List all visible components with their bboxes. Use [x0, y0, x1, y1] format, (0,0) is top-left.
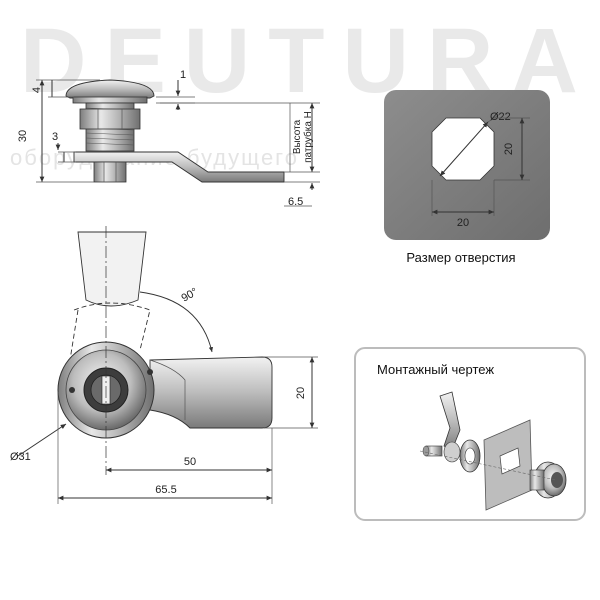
height-label-line1: Высота: [292, 119, 303, 154]
dim-30: 30: [17, 130, 29, 142]
hole-dim-width: 20: [457, 217, 469, 229]
dim-3: 3: [52, 131, 58, 143]
dim-4: 4: [31, 87, 43, 93]
hole-panel: Ø22 20 20 Размер отверстия: [384, 90, 550, 265]
side-view: 30 4 3 1 Высота патрубка H 6.5: [17, 69, 320, 208]
front-small-hole: [69, 387, 75, 393]
mounting-panel: Монтажный чертеж: [354, 347, 586, 521]
front-lever-ghost: [73, 302, 151, 351]
height-label-line2: патрубка H: [302, 111, 314, 163]
angle-label: 90°: [180, 286, 200, 305]
hole-caption: Размер отверстия: [406, 250, 515, 265]
side-collar: [72, 96, 148, 104]
front-dim-diameter: Ø31: [10, 451, 31, 463]
mounting-title: Монтажный чертеж: [377, 362, 494, 377]
side-bottom-screw: [93, 161, 127, 183]
hole-dim-height: 20: [503, 143, 515, 155]
angle-arc: [139, 291, 214, 353]
hole-dim-diameter: Ø22: [490, 111, 511, 123]
front-dim-20: 20: [295, 387, 307, 399]
front-lever-rotated: [77, 231, 147, 307]
dim-6-5: 6.5: [288, 196, 303, 208]
hole-shape: [431, 117, 495, 181]
front-view: 90° 20 Ø31 50 65.5: [10, 226, 318, 504]
dim-1: 1: [180, 69, 186, 81]
front-small-hole-right: [147, 369, 153, 375]
front-lever-main: [149, 356, 273, 429]
side-nut: [79, 108, 141, 130]
side-knob-cap: [65, 79, 155, 99]
front-dim-50: 50: [184, 456, 196, 468]
front-dim-65-5: 65.5: [155, 484, 176, 496]
